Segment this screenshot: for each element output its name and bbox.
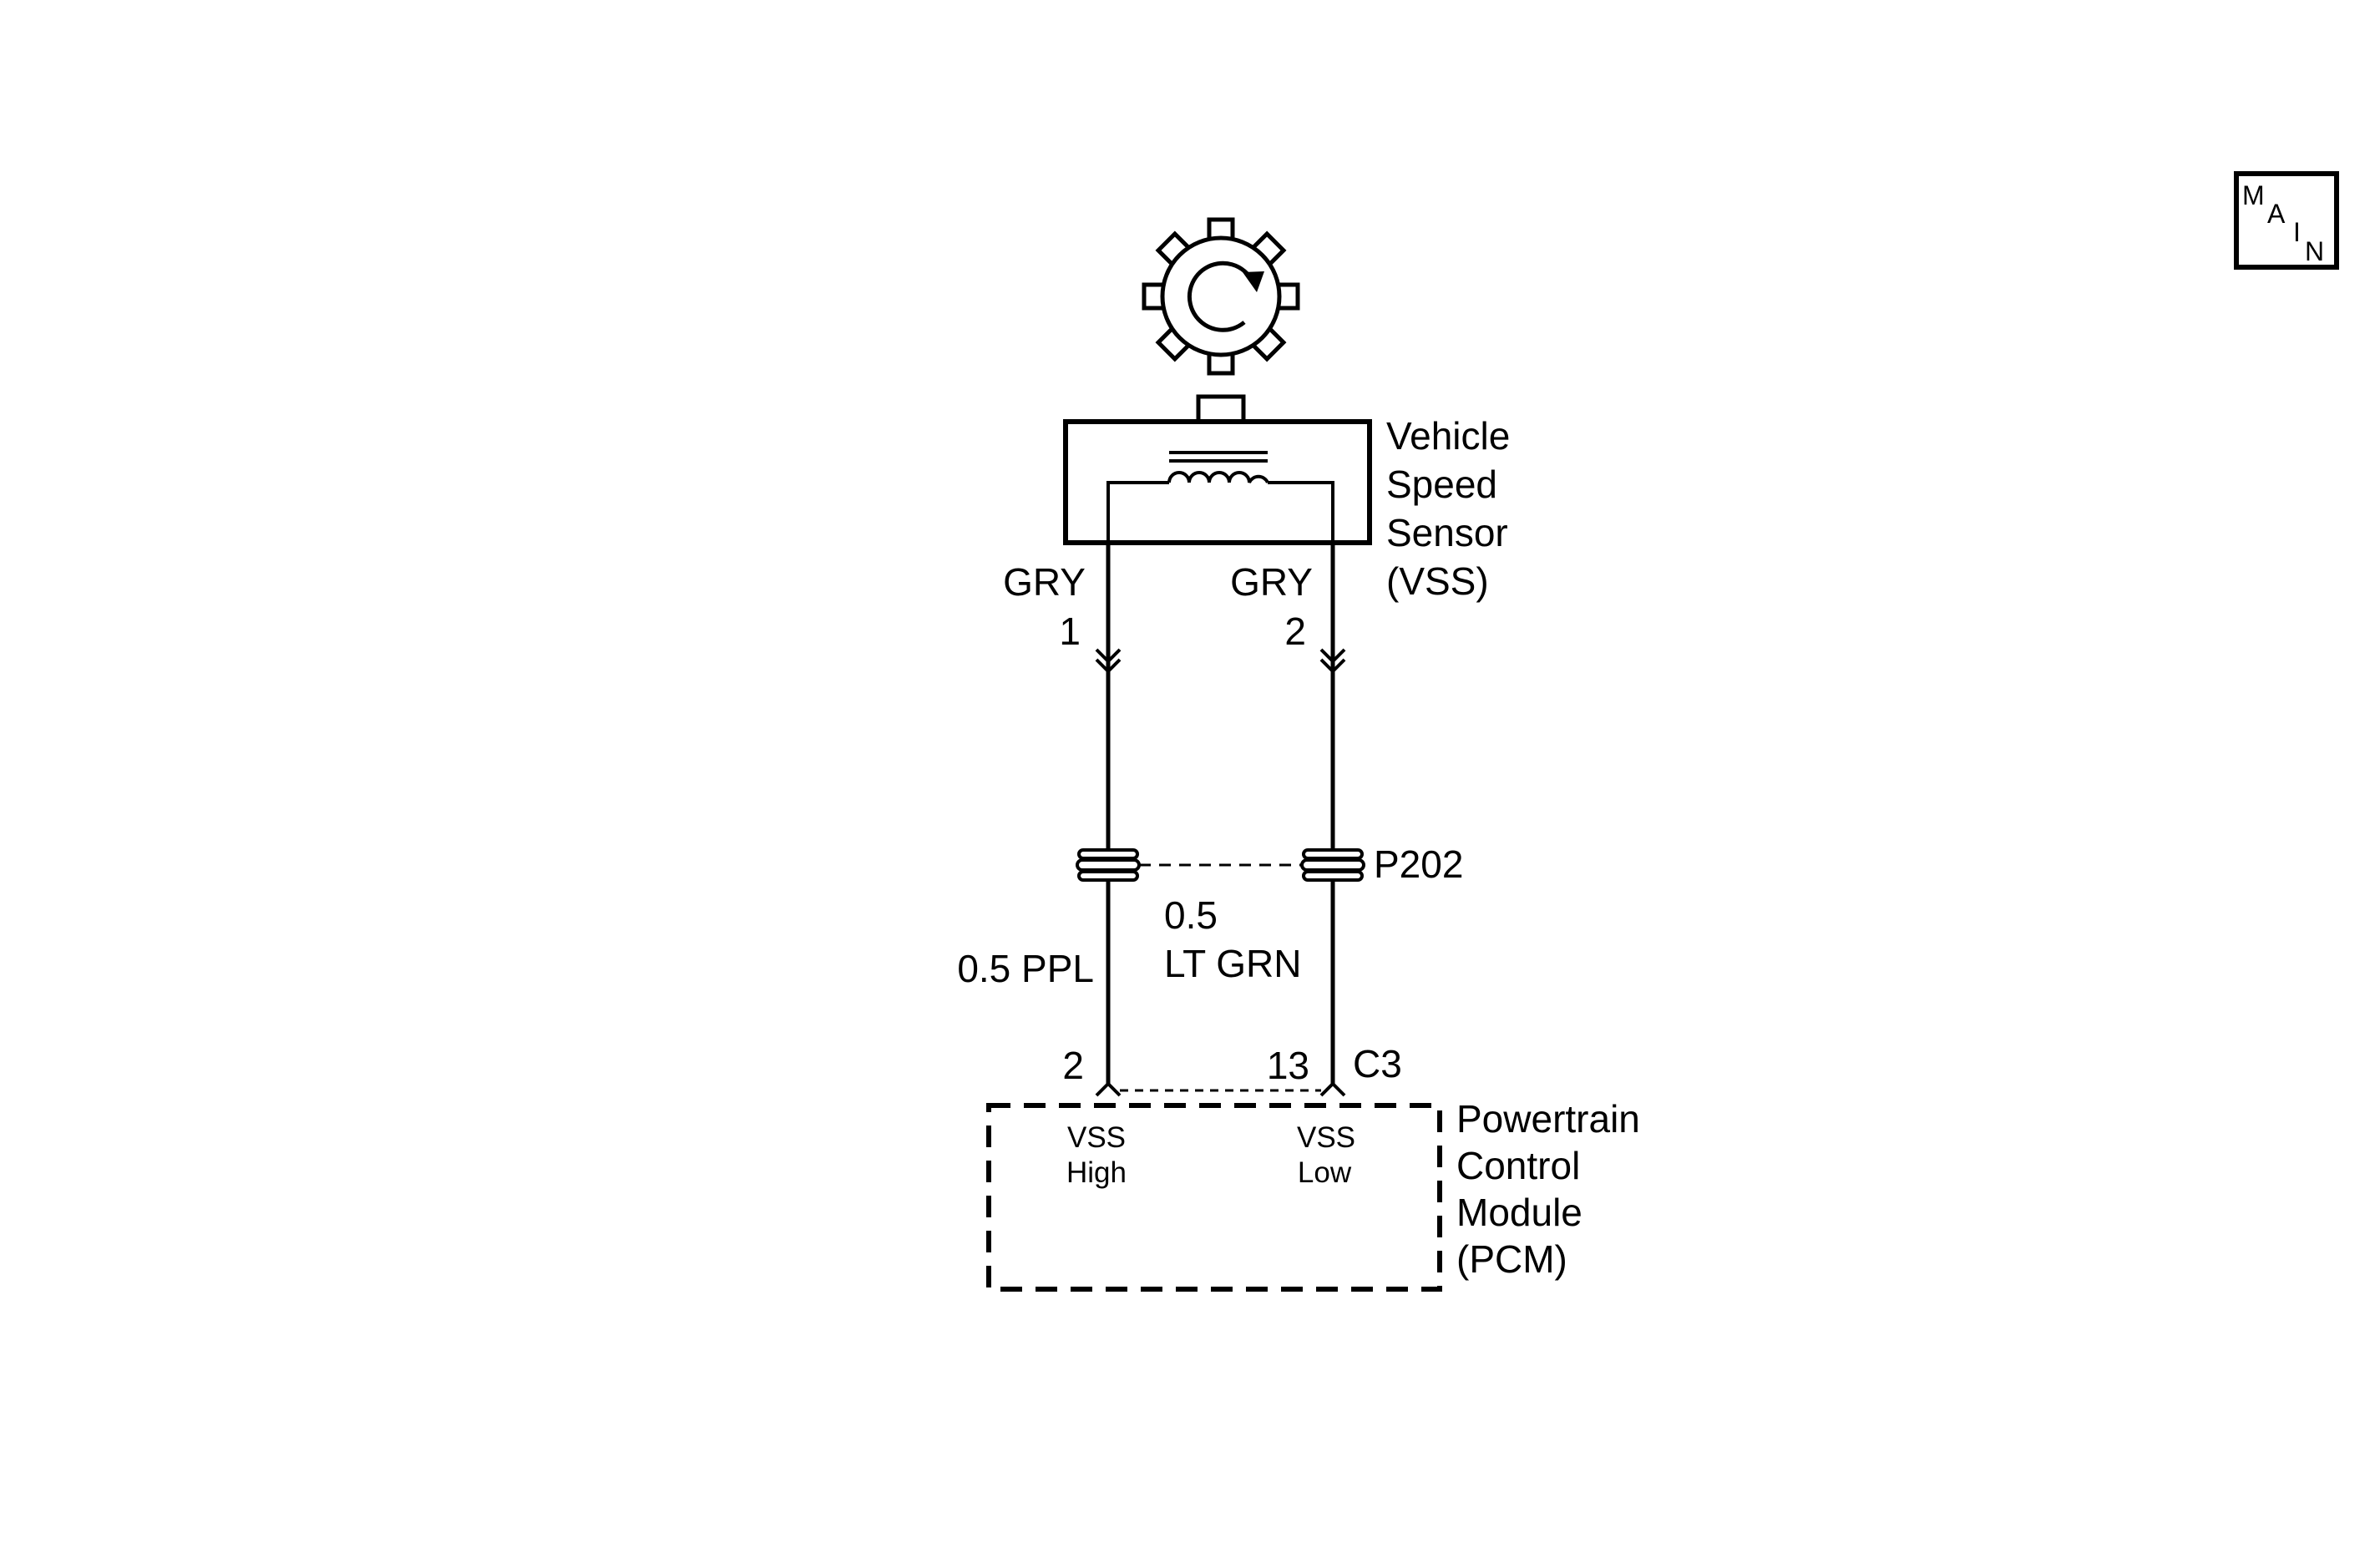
- wiring: [1106, 543, 1335, 1085]
- harness-left-wire-label: 0.5 PPL: [957, 947, 1094, 990]
- wire-left-pin: 1: [1059, 610, 1081, 653]
- pcm-input-low-line-2: Low: [1298, 1156, 1352, 1189]
- wire-right-color: GRY: [1230, 560, 1313, 604]
- pcm-pin-right: 13: [1267, 1044, 1309, 1087]
- pcm-label-line-4: (PCM): [1456, 1237, 1567, 1281]
- pcm-label-line-1: Powertrain: [1456, 1097, 1640, 1141]
- pcm-input-high-line-1: VSS: [1067, 1121, 1126, 1154]
- pcm-input-high-line-2: High: [1066, 1156, 1127, 1189]
- main-logo-letter-i: I: [2293, 217, 2301, 247]
- connector-terminal-icon: [1095, 648, 1346, 674]
- wire-left-color: GRY: [1003, 560, 1086, 604]
- pcm-label-line-3: Module: [1456, 1191, 1582, 1234]
- main-logo-frame: [2234, 171, 2339, 270]
- main-logo-letter-m: M: [2242, 180, 2265, 210]
- connector-p202-label: P202: [1374, 842, 1463, 886]
- sensor-label-line-1: Vehicle: [1386, 414, 1510, 458]
- sensor-label-line-3: Sensor: [1386, 511, 1508, 554]
- pcm-module-box: [986, 1103, 1442, 1292]
- sensor-label: Vehicle Speed Sensor (VSS): [1386, 414, 1510, 603]
- vehicle-speed-sensor: [1063, 394, 1372, 545]
- wire-right-pin: 2: [1284, 610, 1306, 653]
- harness-right-wire-line-1: 0.5: [1164, 893, 1218, 937]
- reluctor-wheel-icon: [1142, 217, 1300, 376]
- pickup-coil-icon: [1106, 451, 1334, 543]
- harness-right-wire-line-2: LT GRN: [1164, 942, 1301, 985]
- main-logo-letter-a: A: [2267, 199, 2286, 229]
- rotation-arrow-icon: [1187, 261, 1264, 332]
- sensor-label-line-4: (VSS): [1386, 559, 1489, 603]
- sensor-tip: [1196, 394, 1246, 424]
- pcm-pin-terminals: [1095, 1081, 1346, 1097]
- sensor-housing: [1063, 419, 1372, 545]
- main-logo-letter-n: N: [2305, 236, 2324, 266]
- pcm-input-low-line-1: VSS: [1297, 1121, 1355, 1154]
- main-logo: M A I N: [2234, 171, 2339, 270]
- pcm-pin-left: 2: [1062, 1044, 1084, 1087]
- sensor-label-line-2: Speed: [1386, 463, 1497, 506]
- pcm-connector-label: C3: [1353, 1042, 1402, 1085]
- pcm-label: Powertrain Control Module (PCM): [1456, 1097, 1640, 1281]
- pcm-label-line-2: Control: [1456, 1144, 1580, 1187]
